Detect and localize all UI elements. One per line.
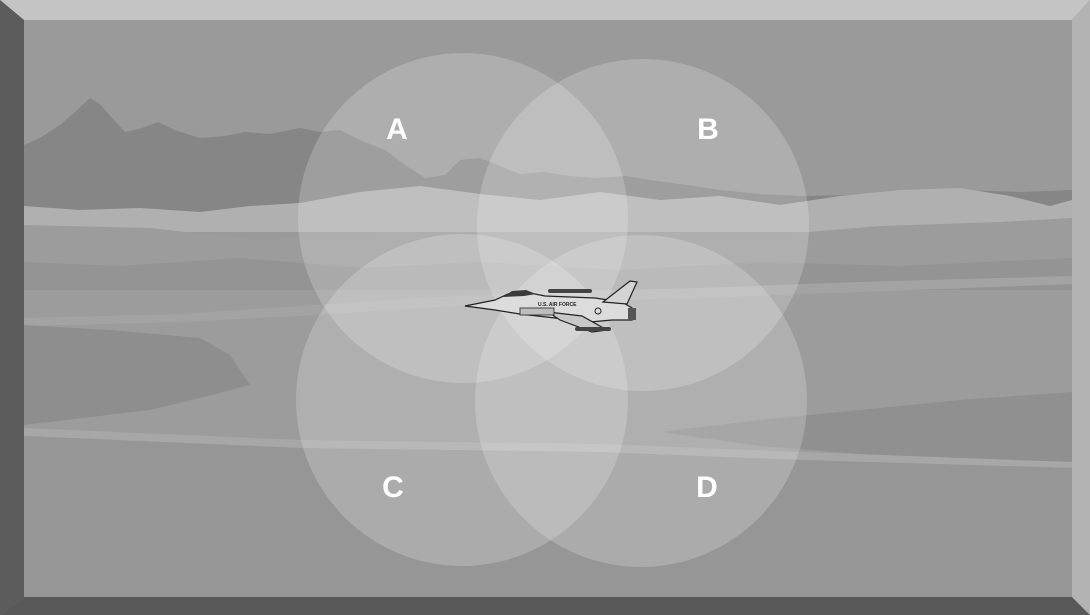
zone-circle-d bbox=[475, 235, 807, 567]
frame-top bbox=[0, 0, 1090, 20]
frame-left bbox=[0, 0, 24, 615]
frame-right bbox=[1072, 0, 1090, 615]
zone-label-c: C bbox=[382, 471, 404, 504]
jet-missile bbox=[548, 289, 592, 293]
frame-bottom bbox=[0, 597, 1090, 615]
jet-exhaust bbox=[628, 308, 636, 320]
zone-label-b: B bbox=[697, 113, 719, 146]
aircraft-marking: U.S. AIR FORCE bbox=[538, 302, 577, 308]
zone-label-a: A bbox=[386, 113, 408, 146]
jet-lower-missile bbox=[575, 327, 611, 331]
jet-intake bbox=[520, 308, 554, 315]
zone-label-d: D bbox=[696, 471, 718, 504]
